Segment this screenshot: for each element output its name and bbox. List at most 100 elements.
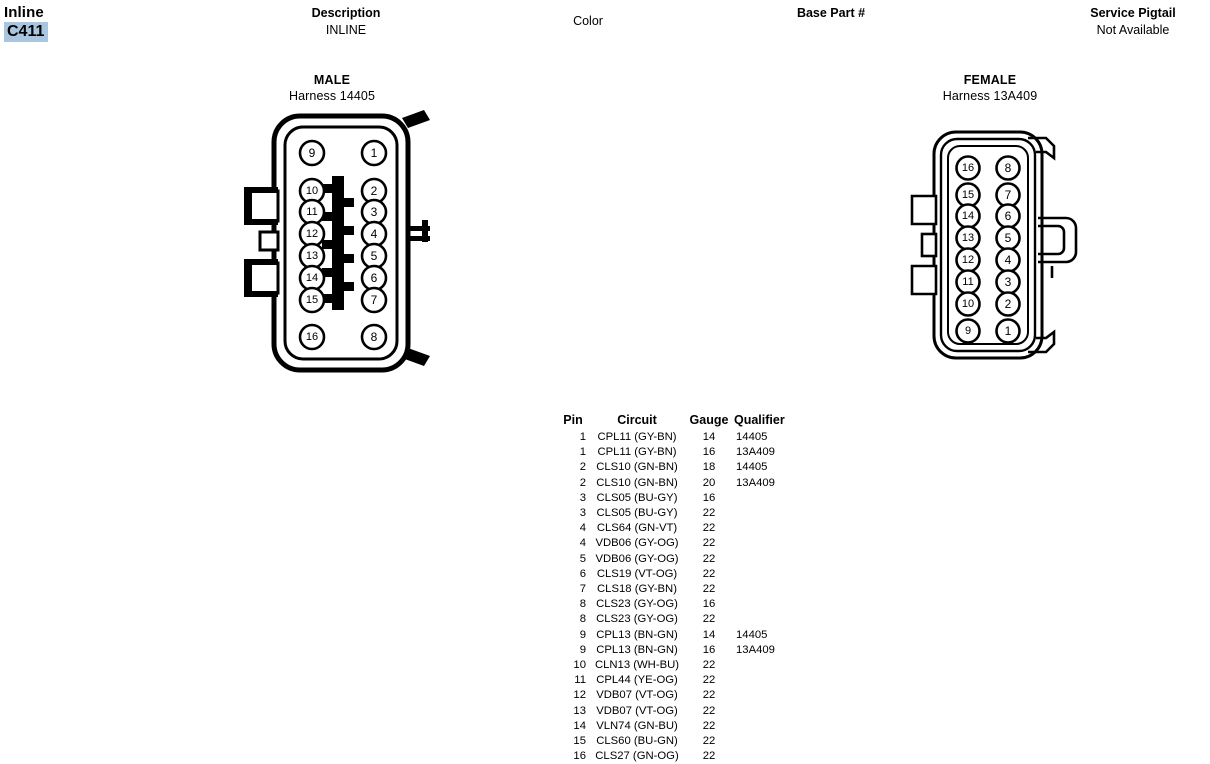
pin-table-cell-qualifier: 14405 [736, 628, 768, 641]
male-right-key-rib [406, 220, 430, 242]
pin-table-cell-circuit: VDB07 (VT-OG) [596, 689, 678, 702]
pin-table-header-gauge: Gauge [689, 413, 729, 427]
female-pin-7: 7 [1005, 188, 1012, 202]
pin-table-cell-circuit: CLS05 (BU-GY) [596, 507, 678, 520]
pin-table-cell-gauge: 22 [702, 613, 716, 626]
pin-table-cell-gauge: 22 [702, 507, 716, 520]
pin-table-header-row: Pin Circuit Gauge Qualifier [560, 413, 810, 430]
table-row: 6 CLS19 (VT-OG) 22 [560, 567, 810, 582]
pin-table-cell-qualifier [730, 673, 810, 688]
female-pins-left: 16 15 14 13 12 11 10 9 [955, 155, 981, 344]
pin-table-cell-qualifier [730, 612, 810, 627]
pin-table-cell-pin: 2 [579, 461, 586, 474]
male-pin-10: 10 [306, 185, 318, 197]
pin-table-cell-pin: 6 [579, 567, 586, 580]
pin-table-cell-gauge: 16 [702, 643, 716, 656]
pin-table-cell-gauge: 14 [702, 628, 716, 641]
female-pin-8: 8 [1005, 161, 1012, 175]
female-gender-label: FEMALE [963, 73, 1017, 87]
pin-table-cell-gauge: 14 [702, 431, 716, 443]
pin-table-cell-gauge: 16 [702, 491, 716, 504]
pin-table-cell-qualifier [730, 506, 810, 521]
service-pigtail-column: Service Pigtail Not Available [1060, 6, 1206, 37]
service-pigtail-value: Not Available [1096, 23, 1170, 37]
pin-table-cell-qualifier: 13A409 [736, 476, 775, 489]
pin-table-cell-qualifier: 14405 [736, 431, 768, 443]
male-pin-15: 15 [306, 294, 318, 306]
pin-table-cell-pin: 8 [579, 613, 586, 626]
female-pin-3: 3 [1005, 275, 1012, 289]
female-pin-5: 5 [1005, 231, 1012, 245]
pin-table-cell-circuit: CLS10 (GN-BN) [596, 476, 678, 489]
male-pin-12: 12 [306, 228, 318, 240]
pin-table-cell-circuit: CLS10 (GN-BN) [596, 461, 678, 474]
pin-table-cell-circuit: CLS23 (GY-OG) [596, 613, 678, 626]
female-pin-2: 2 [1005, 297, 1012, 311]
pin-table-cell-gauge: 16 [702, 598, 716, 611]
male-pin-4: 4 [371, 227, 378, 241]
male-pin-1: 1 [371, 146, 378, 160]
male-pin-2: 2 [371, 184, 378, 198]
female-pin-13: 13 [962, 232, 974, 244]
description-column: Description INLINE [246, 6, 446, 37]
male-pin-7: 7 [371, 293, 378, 307]
pin-table-cell-gauge: 22 [702, 704, 716, 717]
female-pin-10: 10 [962, 298, 974, 310]
female-connector-diagram[interactable]: 8 7 6 5 4 3 2 1 16 15 14 13 12 11 10 9 [898, 118, 1088, 378]
pin-table-cell-circuit: VDB06 (GY-OG) [595, 552, 679, 565]
pin-table-header-pin: Pin [563, 413, 583, 427]
pin-table-cell-circuit: CPL11 (GY-BN) [597, 446, 677, 459]
pin-table-cell-pin: 14 [573, 719, 586, 732]
pin-table-cell-circuit: CLS05 (BU-GY) [596, 491, 678, 504]
pin-table-cell-gauge: 22 [702, 583, 716, 596]
pin-table-cell-pin: 15 [573, 735, 586, 748]
pin-table-cell-circuit: CLS60 (BU-GN) [596, 735, 678, 748]
male-connector-diagram[interactable]: 1 2 3 4 5 6 7 8 9 10 11 12 13 14 15 16 [238, 108, 434, 385]
pin-table-cell-gauge: 22 [702, 567, 716, 580]
male-pins-right: 1 2 3 4 5 6 7 8 [360, 139, 388, 351]
pin-table-cell-pin: 5 [579, 552, 586, 565]
pin-table-cell-circuit: CLN13 (WH-BU) [594, 659, 680, 672]
pin-table-cell-pin: 10 [573, 659, 586, 672]
female-pin-16: 16 [962, 162, 974, 174]
pin-table-cell-pin: 1 [579, 431, 586, 443]
pin-table-cell-pin: 9 [579, 643, 586, 656]
pin-table-cell-circuit: CLS23 (GY-OG) [596, 598, 678, 611]
pin-table-cell-gauge: 22 [702, 689, 716, 702]
pin-table-cell-circuit: CPL13 (BN-GN) [596, 628, 678, 641]
pin-table-cell-circuit: VDB06 (GY-OG) [595, 537, 679, 550]
pin-table-cell-qualifier [730, 521, 810, 536]
pin-table-cell-circuit: CLS19 (VT-OG) [596, 567, 678, 580]
connector-id-badge[interactable]: C411 [4, 22, 49, 42]
pin-table-cell-pin: 4 [579, 522, 586, 535]
male-left-latch-bars [244, 187, 278, 297]
pin-table-cell-gauge: 22 [702, 674, 716, 687]
male-pin-11: 11 [306, 206, 317, 218]
pin-table-cell-pin: 4 [579, 537, 586, 550]
male-corner-tabs [402, 110, 430, 366]
female-pins-right: 8 7 6 5 4 3 2 1 [995, 155, 1021, 344]
pin-table-cell-pin: 12 [573, 689, 586, 702]
pin-table-cell-gauge: 22 [702, 537, 716, 550]
pin-table-cell-gauge: 18 [702, 461, 716, 474]
female-left-tabs [910, 194, 938, 296]
pin-table-header-qualifier: Qualifier [734, 413, 785, 427]
pin-table-cell-pin: 13 [573, 704, 586, 717]
female-pin-1: 1 [1005, 324, 1012, 338]
pin-table-cell-circuit: CPL44 (YE-OG) [596, 674, 678, 687]
female-right-latch [1038, 216, 1078, 284]
table-row: 8 CLS23 (GY-OG) 22 [560, 612, 810, 627]
description-value: INLINE [325, 23, 367, 37]
pin-table-cell-gauge: 22 [702, 659, 716, 672]
